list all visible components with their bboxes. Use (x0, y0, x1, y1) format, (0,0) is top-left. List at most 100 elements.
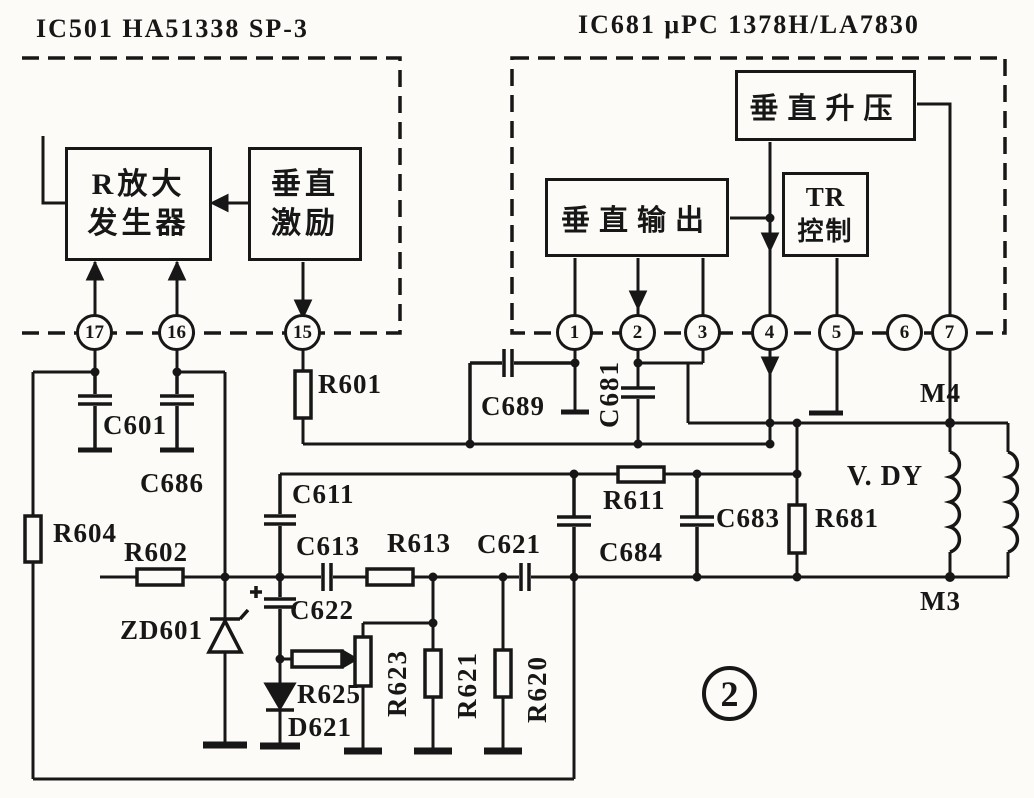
label-r621: R621 (452, 651, 482, 719)
label-r623: R623 (382, 649, 412, 717)
arrow-down-icon (760, 232, 780, 253)
label-c601: C601 (103, 410, 167, 440)
label-c684: C684 (599, 537, 663, 567)
capacitor-c684 (557, 474, 591, 577)
arrow-right-icon (342, 649, 359, 669)
block-label: 垂直输出 (560, 204, 713, 237)
resistor-r621 (423, 648, 443, 699)
label-zd601: ZD601 (120, 615, 204, 645)
pin-15: 15 (284, 314, 321, 351)
label-c681: C681 (594, 360, 624, 428)
ic681-title: IC681 μPC 1378H/LA7830 (578, 10, 920, 39)
label-r681: R681 (815, 503, 879, 533)
left-rail-wire (23, 372, 576, 781)
resistor-r621-branch (363, 577, 452, 755)
resistor-r602 (135, 567, 185, 587)
pin-6: 6 (886, 314, 923, 351)
pin-2: 2 (619, 314, 656, 351)
capacitor-c681 (621, 386, 655, 399)
resistor-r604 (23, 514, 43, 564)
resistor-r625-branch (280, 649, 359, 669)
resistor-r611 (616, 465, 666, 484)
label-c611: C611 (292, 479, 355, 509)
resistor-r681 (787, 503, 807, 555)
r611-row-wire (280, 465, 797, 484)
pin-7: 7 (931, 314, 968, 351)
block-label: R放大 (91, 168, 186, 201)
label-r601: R601 (318, 369, 382, 399)
junction-dots (90, 213, 955, 664)
label-m4: M4 (920, 378, 961, 408)
pin-17: 17 (76, 314, 113, 351)
block-label: 发生器 (87, 207, 190, 240)
block-ramp-generator: R放大 发生器 (65, 147, 212, 261)
capacitor-c686 (160, 372, 194, 453)
block-label: 垂直 (271, 168, 339, 201)
block-label: 控制 (797, 217, 854, 247)
ramp-feedback-wire (41, 136, 65, 205)
capacitor-c611 (264, 474, 296, 577)
label-r604: R604 (53, 518, 117, 548)
resistor-r613 (365, 567, 415, 587)
label-m3: M3 (920, 586, 961, 616)
figure-number-badge: 2 (702, 666, 757, 721)
arrow-left-icon (209, 193, 229, 213)
capacitor-c622 (250, 577, 296, 659)
pin-5: 5 (818, 314, 855, 351)
pin2-branch (621, 258, 655, 444)
label-r602: R602 (124, 537, 188, 567)
resistor-r601 (293, 369, 313, 420)
resistor-r623-branch (344, 623, 382, 755)
capacitor-c621 (519, 563, 531, 591)
block-label: 垂直升压 (749, 92, 902, 125)
resistor-r625 (290, 649, 344, 669)
label-c686: C686 (140, 468, 204, 498)
label-c613: C613 (296, 531, 360, 561)
label-c622: C622 (290, 595, 354, 625)
pin5-branch (809, 258, 843, 416)
resistor-r620 (493, 648, 513, 699)
arrow-up-icon (167, 260, 187, 281)
main-bus-wire (100, 563, 1008, 591)
label-c683: C683 (716, 503, 780, 533)
block-vertical-drive: 垂直 激励 (248, 147, 362, 261)
arrow-down-icon (628, 290, 648, 311)
arrow-down-icon (760, 356, 780, 377)
label-r611: R611 (603, 485, 666, 515)
capacitor-c689 (468, 349, 575, 444)
label-r613: R613 (387, 528, 451, 558)
label-vdy: V. DY (847, 461, 924, 492)
pin3-jog-wire (638, 258, 705, 423)
block-vertical-output: 垂直输出 (545, 178, 729, 257)
pin-3: 3 (684, 314, 721, 351)
resistor-r681-branch (787, 473, 807, 577)
resistor-r620-branch (484, 577, 522, 755)
arrow-down-icon (293, 299, 313, 320)
diode-d621 (260, 659, 300, 750)
block-tr-control: TR 控制 (782, 172, 869, 257)
pin-4: 4 (751, 314, 788, 351)
arrow-up-icon (85, 260, 105, 281)
label-c621: C621 (477, 529, 541, 559)
vdy-coil-right (1001, 423, 1020, 577)
label-c689: C689 (481, 391, 545, 421)
ic501-dashed-outline (22, 56, 402, 335)
label-d621: D621 (288, 712, 352, 742)
zener-zd601 (203, 577, 250, 749)
block-label: TR (805, 182, 846, 213)
pin7-branch (917, 102, 952, 423)
figure-number: 2 (720, 673, 739, 714)
block-vertical-boost: 垂直升压 (735, 70, 916, 141)
pin-16: 16 (158, 314, 195, 351)
capacitor-c613 (321, 563, 333, 591)
capacitor-c683 (680, 474, 714, 577)
r601-branch (293, 348, 770, 446)
ic501-title: IC501 HA51338 SP-3 (36, 14, 309, 43)
pin-1: 1 (556, 314, 593, 351)
vdy-coil-left (943, 423, 962, 577)
pin4-branch (730, 142, 780, 444)
label-r625: R625 (297, 679, 361, 709)
label-r620: R620 (522, 655, 552, 723)
